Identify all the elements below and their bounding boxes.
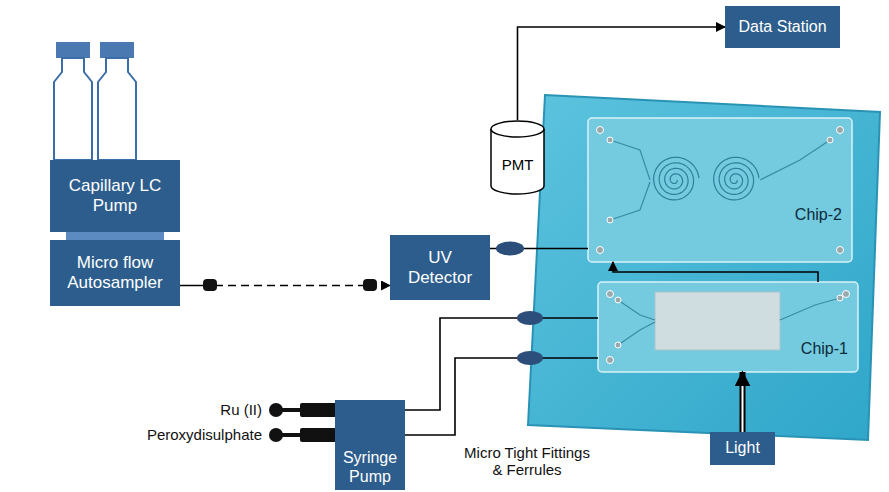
spiral-channel (654, 157, 699, 200)
spiral-channel (714, 157, 759, 200)
node-label: Syringe Pump (341, 449, 399, 486)
node-label: Light (725, 439, 760, 457)
light-box: Light (710, 432, 775, 465)
detector-box: UV Detector (390, 235, 490, 300)
fitting (496, 242, 524, 256)
node-label: Micro flow Autosampler (56, 253, 174, 292)
chip-substrate (528, 95, 880, 440)
microchip: Chip-1 (598, 282, 858, 372)
autosampler-box: Micro flow Autosampler (50, 240, 180, 306)
fitting (517, 351, 543, 365)
connector (613, 262, 818, 282)
syringe-pump-box: Syringe Pump (335, 400, 405, 490)
node-label: PMT (502, 156, 534, 173)
chip-label: Chip-1 (801, 340, 848, 358)
microchannels (610, 140, 840, 345)
reagent-label: Ru (II) (150, 401, 262, 418)
reagent-label: Peroxydisulphate (120, 426, 262, 443)
node-label: Capillary LC Pump (56, 176, 174, 215)
connector (405, 318, 598, 410)
pmt-cylinder: PMT (490, 120, 545, 195)
connector (740, 372, 746, 432)
chip-holes (597, 127, 850, 364)
detection-window (655, 292, 780, 350)
syringes (269, 403, 345, 442)
mixing-spirals (654, 157, 759, 200)
chip-body (598, 282, 858, 372)
node-label: UV Detector (396, 248, 484, 287)
pump-box: Capillary LC Pump (50, 160, 180, 232)
solvent-bottles (54, 42, 136, 160)
fitting-label: Micro Tight Fittings & Ferrules (462, 444, 592, 479)
light-beam-inner (742, 386, 744, 432)
fitting (517, 311, 543, 325)
node-label: Data Station (738, 18, 826, 36)
data-station-box: Data Station (725, 6, 840, 48)
chip-body (588, 118, 852, 262)
chip-label: Chip-2 (795, 206, 842, 224)
capillary-union (203, 279, 217, 291)
connector (405, 358, 598, 435)
microchip: Chip-2 (588, 118, 852, 262)
connector (518, 27, 726, 120)
capillary-union (363, 279, 377, 291)
